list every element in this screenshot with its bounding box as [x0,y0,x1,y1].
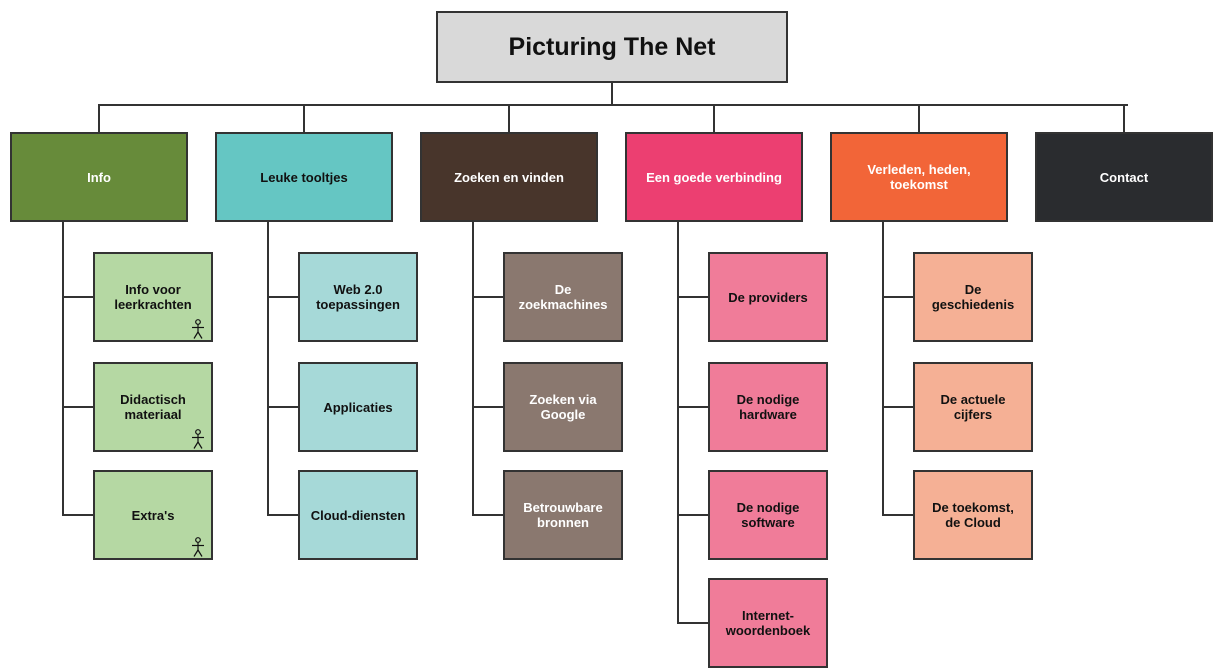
child-branch-line [472,514,503,516]
category-connector-horizontal [99,104,1128,106]
category-connector [303,104,305,132]
child-branch-line [267,296,298,298]
category-node[interactable]: Een goede verbinding [625,132,803,222]
child-branch-line [882,296,913,298]
child-branch-line [62,514,93,516]
category-connector [508,104,510,132]
child-branch-line [882,406,913,408]
subpage-label: Applicaties [323,399,393,415]
subpage-node[interactable]: De toekomst,de Cloud [913,470,1033,560]
child-branch-line [267,406,298,408]
category-label: Zoeken en vinden [454,169,564,185]
subpage-label: Internet-woordenboek [725,608,811,638]
category-label: Leuke tooltjes [260,169,348,185]
child-branch-line [472,296,503,298]
category-node[interactable]: Leuke tooltjes [215,132,393,222]
category-label: Verleden, heden,toekomst [867,162,971,192]
child-branch-line [677,514,708,516]
root-connector-vertical [611,83,613,105]
child-trunk-line [267,222,269,516]
category-node[interactable]: Contact [1035,132,1213,222]
root-title: Picturing The Net [508,32,716,61]
subpage-node[interactable]: Internet-woordenboek [708,578,828,668]
child-branch-line [62,406,93,408]
child-branch-line [677,622,708,624]
category-label: Een goede verbinding [646,169,782,185]
child-branch-line [267,514,298,516]
subpage-label: Cloud-diensten [310,507,406,523]
child-branch-line [472,406,503,408]
category-label: Info [87,169,111,185]
child-branch-line [677,296,708,298]
subpage-node[interactable]: Applicaties [298,362,418,452]
subpage-node[interactable]: Cloud-diensten [298,470,418,560]
category-node[interactable]: Verleden, heden,toekomst [830,132,1008,222]
subpage-label: Extra's [131,507,175,523]
subpage-label: De providers [728,289,808,305]
category-connector [1123,104,1125,132]
child-trunk-line [677,222,679,624]
category-node[interactable]: Info [10,132,188,222]
user-actor-icon [192,429,204,449]
child-branch-line [677,406,708,408]
child-trunk-line [882,222,884,516]
root-node[interactable]: Picturing The Net [436,11,788,83]
category-connector [713,104,715,132]
child-trunk-line [62,222,64,516]
subpage-node[interactable]: De providers [708,252,828,342]
category-connector [98,104,100,132]
category-connector [918,104,920,132]
child-trunk-line [472,222,474,516]
category-node[interactable]: Zoeken en vinden [420,132,598,222]
category-label: Contact [1099,169,1149,185]
user-actor-icon [192,319,204,339]
subpage-node[interactable]: Extra's [93,470,213,560]
user-actor-icon [192,537,204,557]
child-branch-line [882,514,913,516]
subpage-label: De toekomst,de Cloud [932,500,1014,530]
child-branch-line [62,296,93,298]
